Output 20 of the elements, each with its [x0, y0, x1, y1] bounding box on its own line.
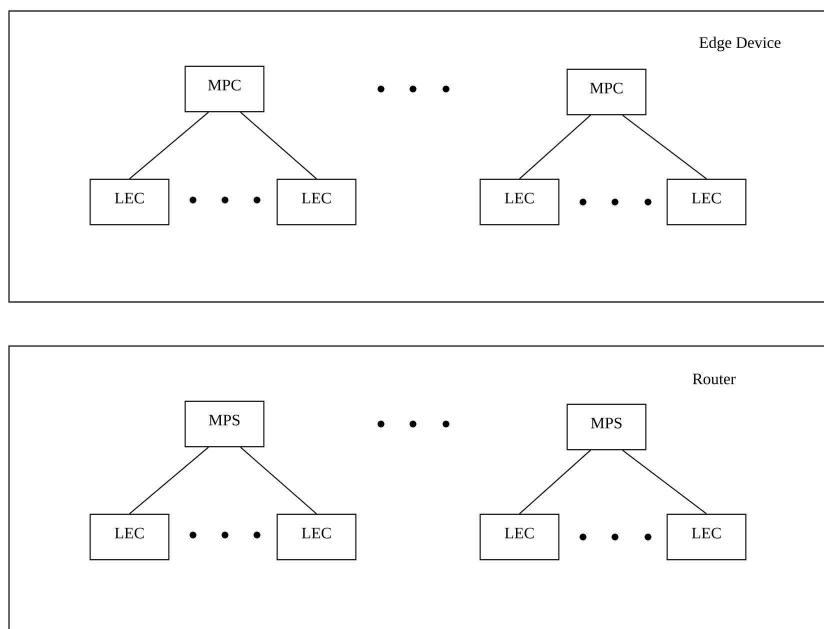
component-box: LEC: [90, 514, 170, 560]
component-box: LEC: [666, 178, 746, 226]
connector-line: [622, 114, 707, 180]
component-box: MPC: [566, 68, 646, 116]
component-box: LEC: [666, 514, 746, 560]
connector-line: [519, 114, 591, 180]
component-box: LEC: [276, 514, 356, 560]
component-box: MPS: [566, 404, 646, 450]
connector-line: [129, 112, 209, 180]
connector-line: [622, 450, 707, 514]
component-box: MPS: [184, 400, 264, 448]
component-box: LEC: [480, 178, 560, 226]
connector-line: [519, 450, 591, 514]
connector-line: [240, 112, 317, 180]
connector-line: [129, 446, 209, 514]
component-box: LEC: [276, 178, 356, 226]
component-box: LEC: [480, 514, 560, 560]
component-box: LEC: [90, 178, 170, 226]
component-box: MPC: [184, 66, 264, 112]
connector-line: [240, 446, 317, 514]
